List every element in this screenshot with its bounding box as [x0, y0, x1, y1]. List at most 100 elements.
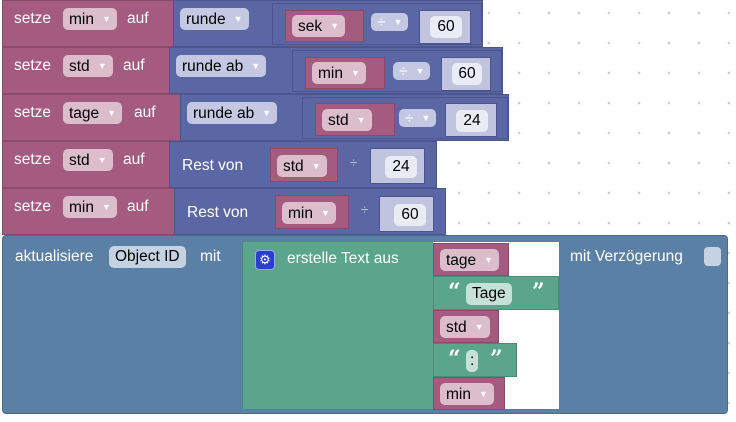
- variable-block[interactable]: min▼: [305, 57, 385, 89]
- variable-dropdown[interactable]: tage▼: [63, 102, 123, 124]
- operator-dropdown[interactable]: ÷▼: [393, 62, 431, 80]
- text-field[interactable]: Tage: [466, 283, 512, 305]
- remainder-block[interactable]: Rest von std▼ ÷ 24: [169, 141, 437, 188]
- variable-name: min: [69, 11, 94, 28]
- chevron-down-icon: ▼: [101, 14, 111, 24]
- operator-dropdown[interactable]: ÷▼: [399, 109, 437, 127]
- gear-icon[interactable]: ⚙: [255, 250, 275, 270]
- quote-open-icon: “: [448, 279, 461, 305]
- round-op-label: runde: [186, 11, 226, 28]
- delay-label: mit Verzögerung: [570, 248, 683, 265]
- variable-dropdown[interactable]: std▼: [277, 155, 327, 177]
- chevron-down-icon: ▼: [330, 21, 340, 31]
- update-keyword: aktualisiere: [15, 248, 94, 265]
- variable-dropdown[interactable]: min▼: [282, 202, 336, 224]
- set-block-tage[interactable]: setze tage▼ auf: [2, 94, 184, 141]
- variable-dropdown[interactable]: std▼: [322, 109, 372, 131]
- object-id-field[interactable]: Object ID: [109, 246, 186, 268]
- to-keyword: auf: [127, 10, 149, 27]
- variable-block[interactable]: std▼: [315, 103, 395, 136]
- text-item-string[interactable]: “ : ”: [433, 343, 517, 377]
- to-keyword: auf: [127, 198, 149, 215]
- set-keyword: setze: [14, 57, 52, 74]
- round-op-dropdown[interactable]: runde ▼: [180, 8, 249, 30]
- chevron-down-icon: ▼: [484, 255, 494, 265]
- round-op-label: runde ab: [193, 105, 255, 122]
- variable-name: tage: [446, 252, 477, 269]
- variable-name: std: [446, 319, 467, 336]
- variable-name: min: [446, 386, 471, 403]
- operator-dropdown[interactable]: ÷▼: [371, 13, 409, 31]
- variable-block[interactable]: std▼: [270, 148, 338, 182]
- round-op-label: runde ab: [182, 58, 244, 75]
- to-keyword: auf: [123, 57, 145, 74]
- text-item-string[interactable]: “ Tage ”: [433, 276, 559, 310]
- variable-name: tage: [69, 105, 100, 122]
- update-block[interactable]: aktualisiere Object ID mit mit Verzögeru…: [2, 235, 728, 414]
- number-block[interactable]: 60: [419, 10, 471, 44]
- number-field[interactable]: 24: [385, 156, 417, 178]
- number-field[interactable]: 60: [394, 204, 426, 226]
- text-item-var[interactable]: tage ▼: [433, 243, 509, 276]
- quote-open-icon: “: [448, 346, 461, 372]
- text-field[interactable]: :: [466, 350, 479, 372]
- chevron-down-icon: ▼: [311, 161, 321, 171]
- variable-block[interactable]: sek▼: [285, 10, 364, 42]
- text-item-var[interactable]: min ▼: [433, 377, 505, 410]
- variable-dropdown[interactable]: sek▼: [292, 15, 346, 37]
- variable-dropdown[interactable]: std ▼: [440, 316, 490, 338]
- variable-name: std: [69, 58, 90, 75]
- to-keyword: auf: [123, 151, 145, 168]
- variable-name: min: [69, 199, 94, 216]
- number-field[interactable]: 24: [456, 110, 488, 132]
- remainder-label: Rest von: [187, 204, 249, 221]
- variable-name: std: [69, 152, 90, 169]
- chevron-down-icon: ▼: [356, 115, 366, 125]
- variable-dropdown[interactable]: min ▼: [63, 196, 117, 218]
- set-block-std-1[interactable]: setze std▼ auf: [2, 47, 174, 94]
- set-keyword: setze: [14, 104, 52, 121]
- chevron-down-icon: ▼: [97, 155, 107, 165]
- round-op-dropdown[interactable]: runde ab▼: [176, 55, 267, 77]
- variable-dropdown[interactable]: min ▼: [63, 8, 117, 30]
- operator-label: ÷: [399, 63, 408, 80]
- quote-close-icon: ”: [490, 346, 503, 372]
- number-block[interactable]: 24: [445, 103, 497, 137]
- remainder-label: Rest von: [182, 157, 244, 174]
- remainder-block[interactable]: Rest von min▼ ÷ 60: [174, 188, 446, 235]
- text-item-var[interactable]: std ▼: [433, 310, 499, 343]
- variable-dropdown[interactable]: min▼: [312, 62, 366, 84]
- set-keyword: setze: [14, 151, 52, 168]
- chevron-down-icon: ▼: [415, 66, 425, 76]
- with-keyword: mit: [200, 248, 221, 265]
- variable-dropdown[interactable]: std▼: [63, 55, 113, 77]
- chevron-down-icon: ▼: [478, 389, 488, 399]
- number-block[interactable]: 60: [379, 196, 434, 232]
- chevron-down-icon: ▼: [101, 202, 111, 212]
- number-block[interactable]: 60: [441, 57, 491, 91]
- chevron-down-icon: ▼: [421, 113, 431, 123]
- variable-dropdown[interactable]: std ▼: [63, 149, 113, 171]
- set-keyword: setze: [14, 198, 52, 215]
- chevron-down-icon: ▼: [474, 322, 484, 332]
- number-field[interactable]: 60: [452, 63, 482, 85]
- divide-block[interactable]: sek▼ ÷▼ 60: [272, 3, 482, 45]
- divide-block[interactable]: std▼ ÷▼ 24: [302, 97, 508, 139]
- variable-block[interactable]: min▼: [275, 195, 349, 229]
- round-op-dropdown[interactable]: runde ab▼: [187, 102, 278, 124]
- delay-checkbox[interactable]: [704, 247, 721, 266]
- set-block-min-2[interactable]: setze min ▼ auf: [2, 188, 176, 235]
- operator-label: ÷: [377, 14, 386, 31]
- number-field[interactable]: 60: [430, 16, 462, 38]
- chevron-down-icon: ▼: [320, 208, 330, 218]
- create-text-block[interactable]: ⚙ erstelle Text aus tage▼ “ Tage ” std▼ …: [242, 241, 560, 410]
- variable-dropdown[interactable]: tage ▼: [440, 249, 500, 271]
- set-block-min-1[interactable]: setze min▼ auf: [2, 0, 176, 47]
- number-block[interactable]: 24: [370, 148, 425, 184]
- divide-block[interactable]: min▼ ÷▼ 60: [292, 50, 502, 92]
- set-block-std-2[interactable]: setze std ▼ auf: [2, 141, 174, 188]
- variable-dropdown[interactable]: min ▼: [440, 383, 494, 405]
- to-keyword: auf: [134, 104, 156, 121]
- chevron-down-icon: ▼: [233, 14, 243, 24]
- operator-label: ÷: [361, 202, 369, 217]
